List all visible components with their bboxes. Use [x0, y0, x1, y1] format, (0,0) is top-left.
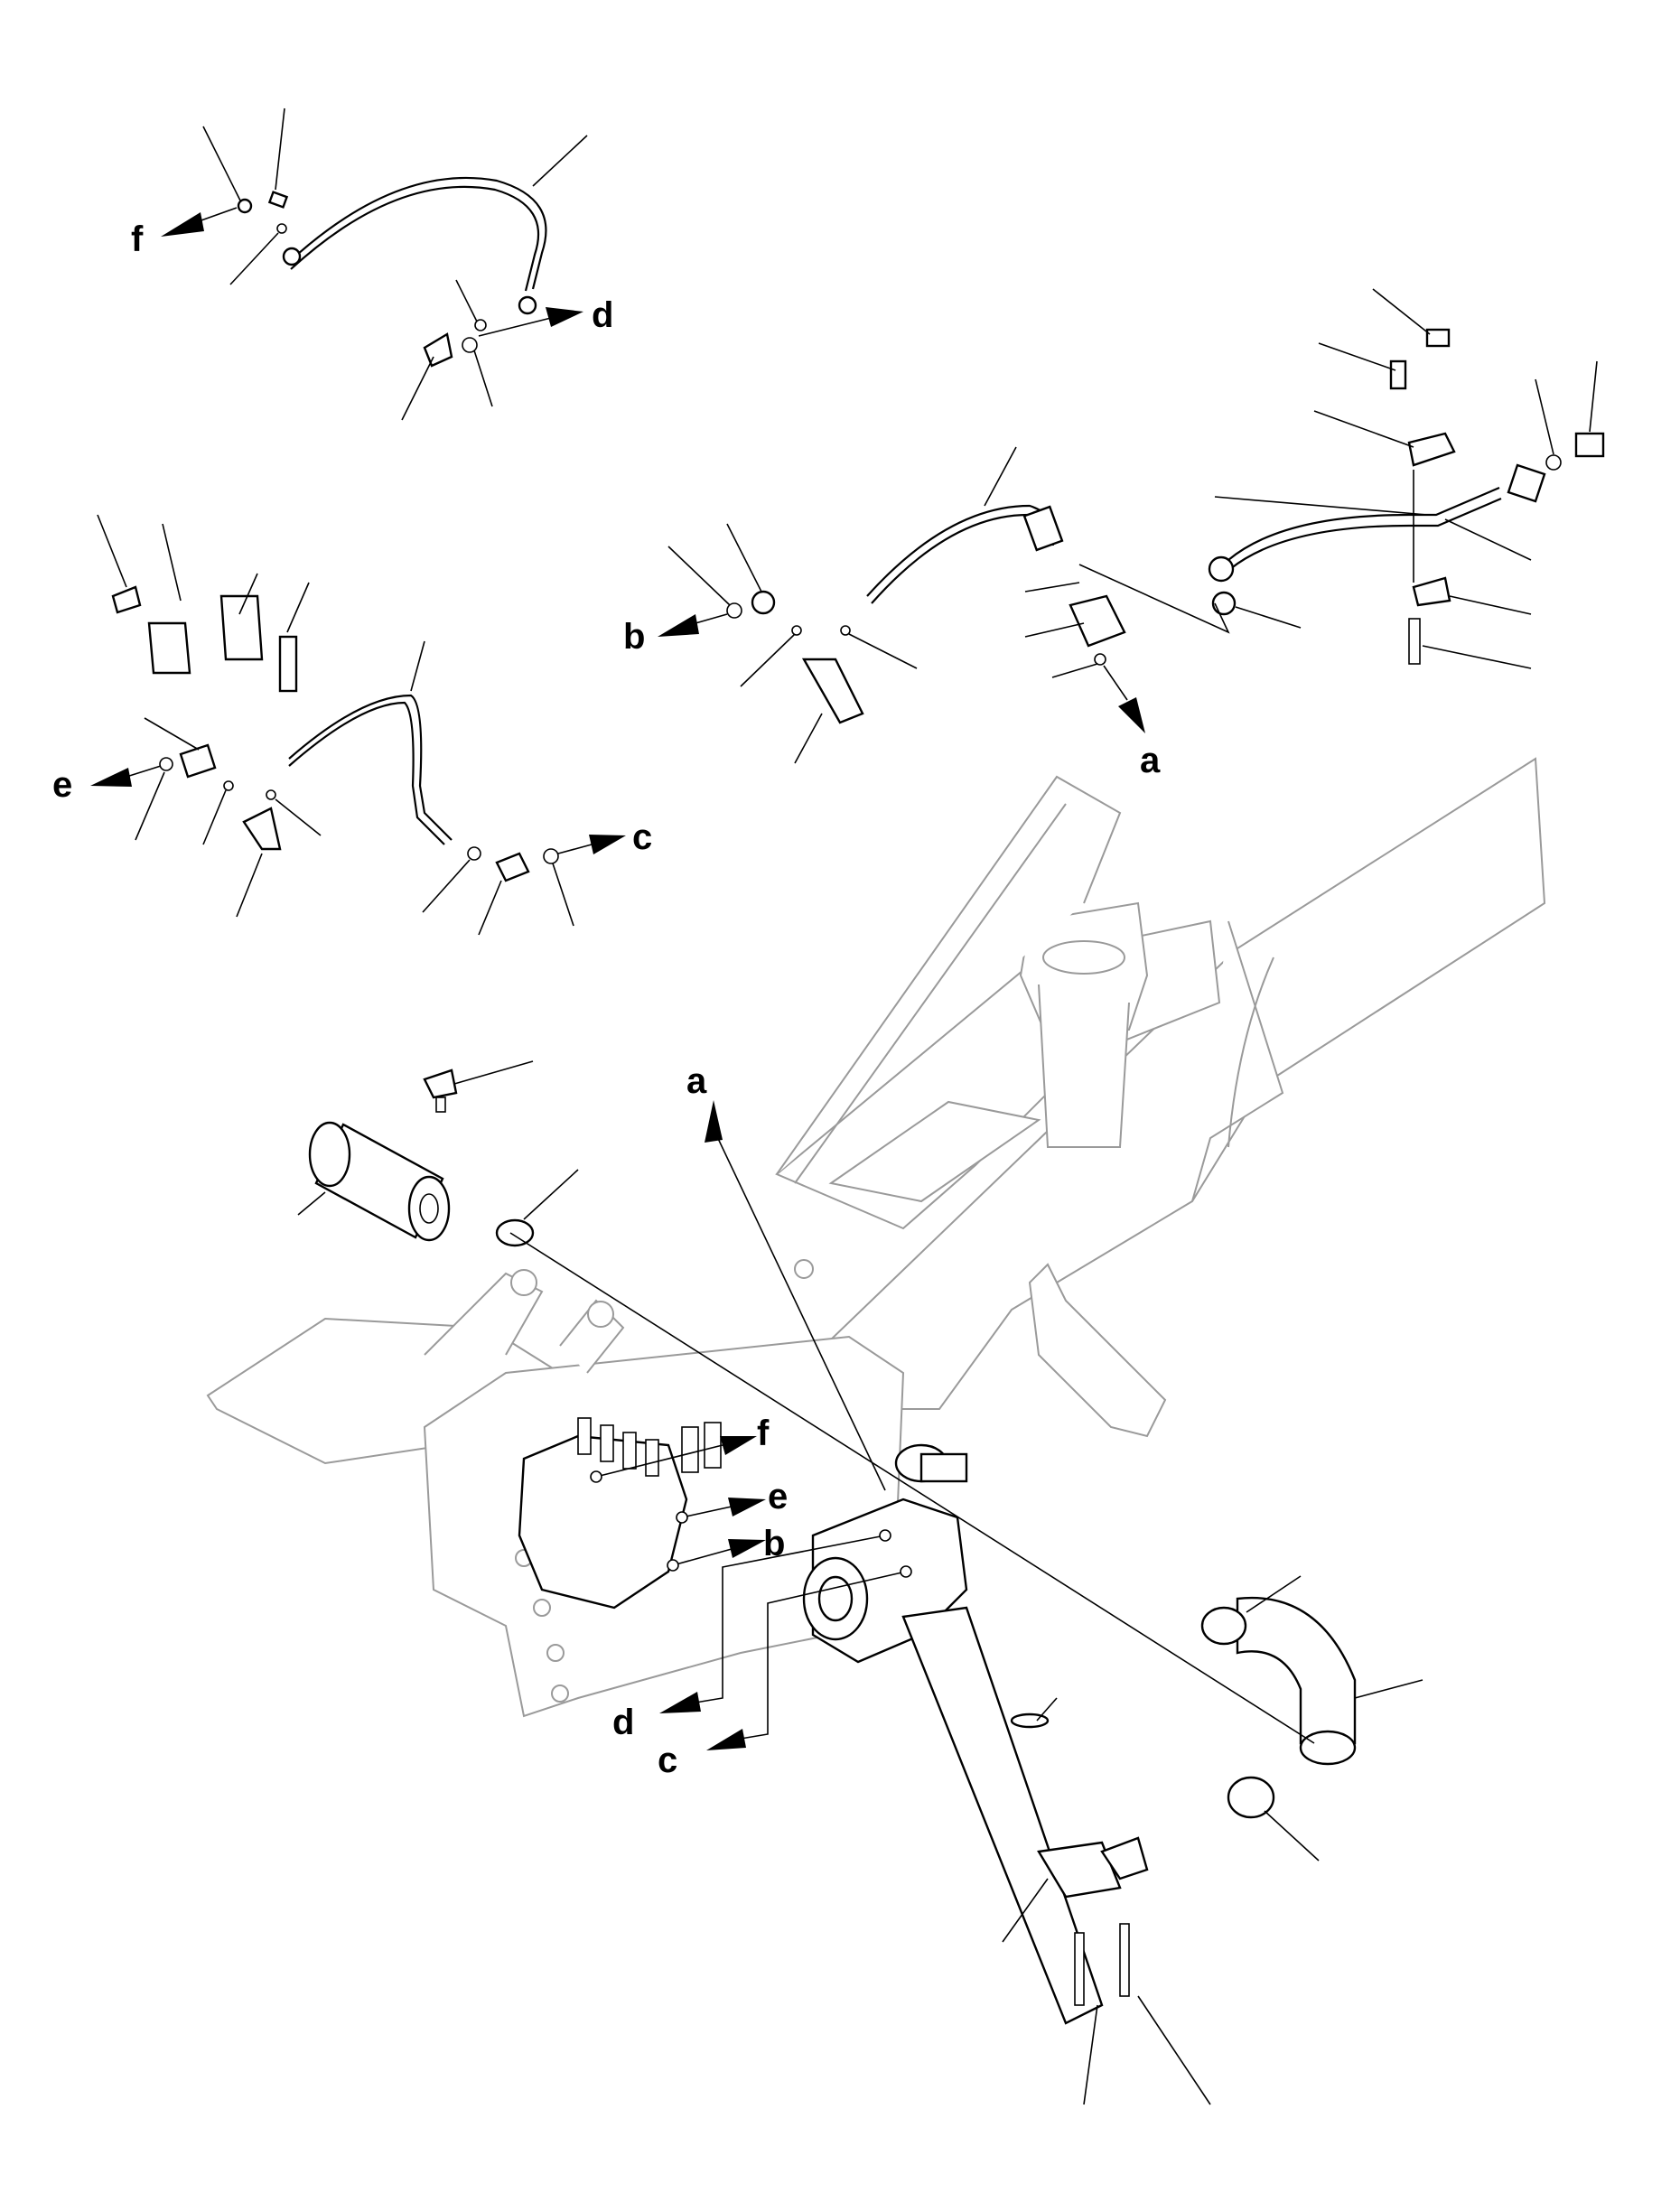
control-valve	[518, 1417, 722, 1610]
main-frame	[206, 757, 1546, 1718]
filter-element	[308, 1069, 535, 1247]
callout-labels: f d e c b a a f e b d c	[52, 219, 1161, 1780]
callout-c-lower: c	[658, 1740, 677, 1780]
callout-c-left: c	[632, 817, 652, 857]
callout-f-top: f	[131, 219, 144, 259]
callout-a-lower: a	[686, 1061, 707, 1101]
callout-d-top: d	[592, 295, 613, 335]
callout-d-lower: d	[612, 1703, 634, 1742]
callout-f-lower: f	[757, 1414, 770, 1453]
callout-b-lower: b	[763, 1524, 785, 1563]
callout-e-left: e	[52, 765, 72, 805]
callout-b-center: b	[623, 617, 645, 657]
suction-hose	[1200, 1596, 1357, 1819]
callout-a-center: a	[1140, 741, 1161, 780]
leader-lines	[97, 107, 1598, 2105]
hose-assembly-b-a	[726, 504, 1126, 724]
hose-assembly-f-d	[237, 176, 547, 368]
callout-e-lower: e	[768, 1477, 788, 1516]
hydraulic-pump	[802, 1443, 1149, 2025]
hose-assembly-right	[1208, 328, 1605, 665]
hose-assembly-e-c	[111, 585, 559, 882]
callout-arrows	[90, 207, 1145, 1750]
